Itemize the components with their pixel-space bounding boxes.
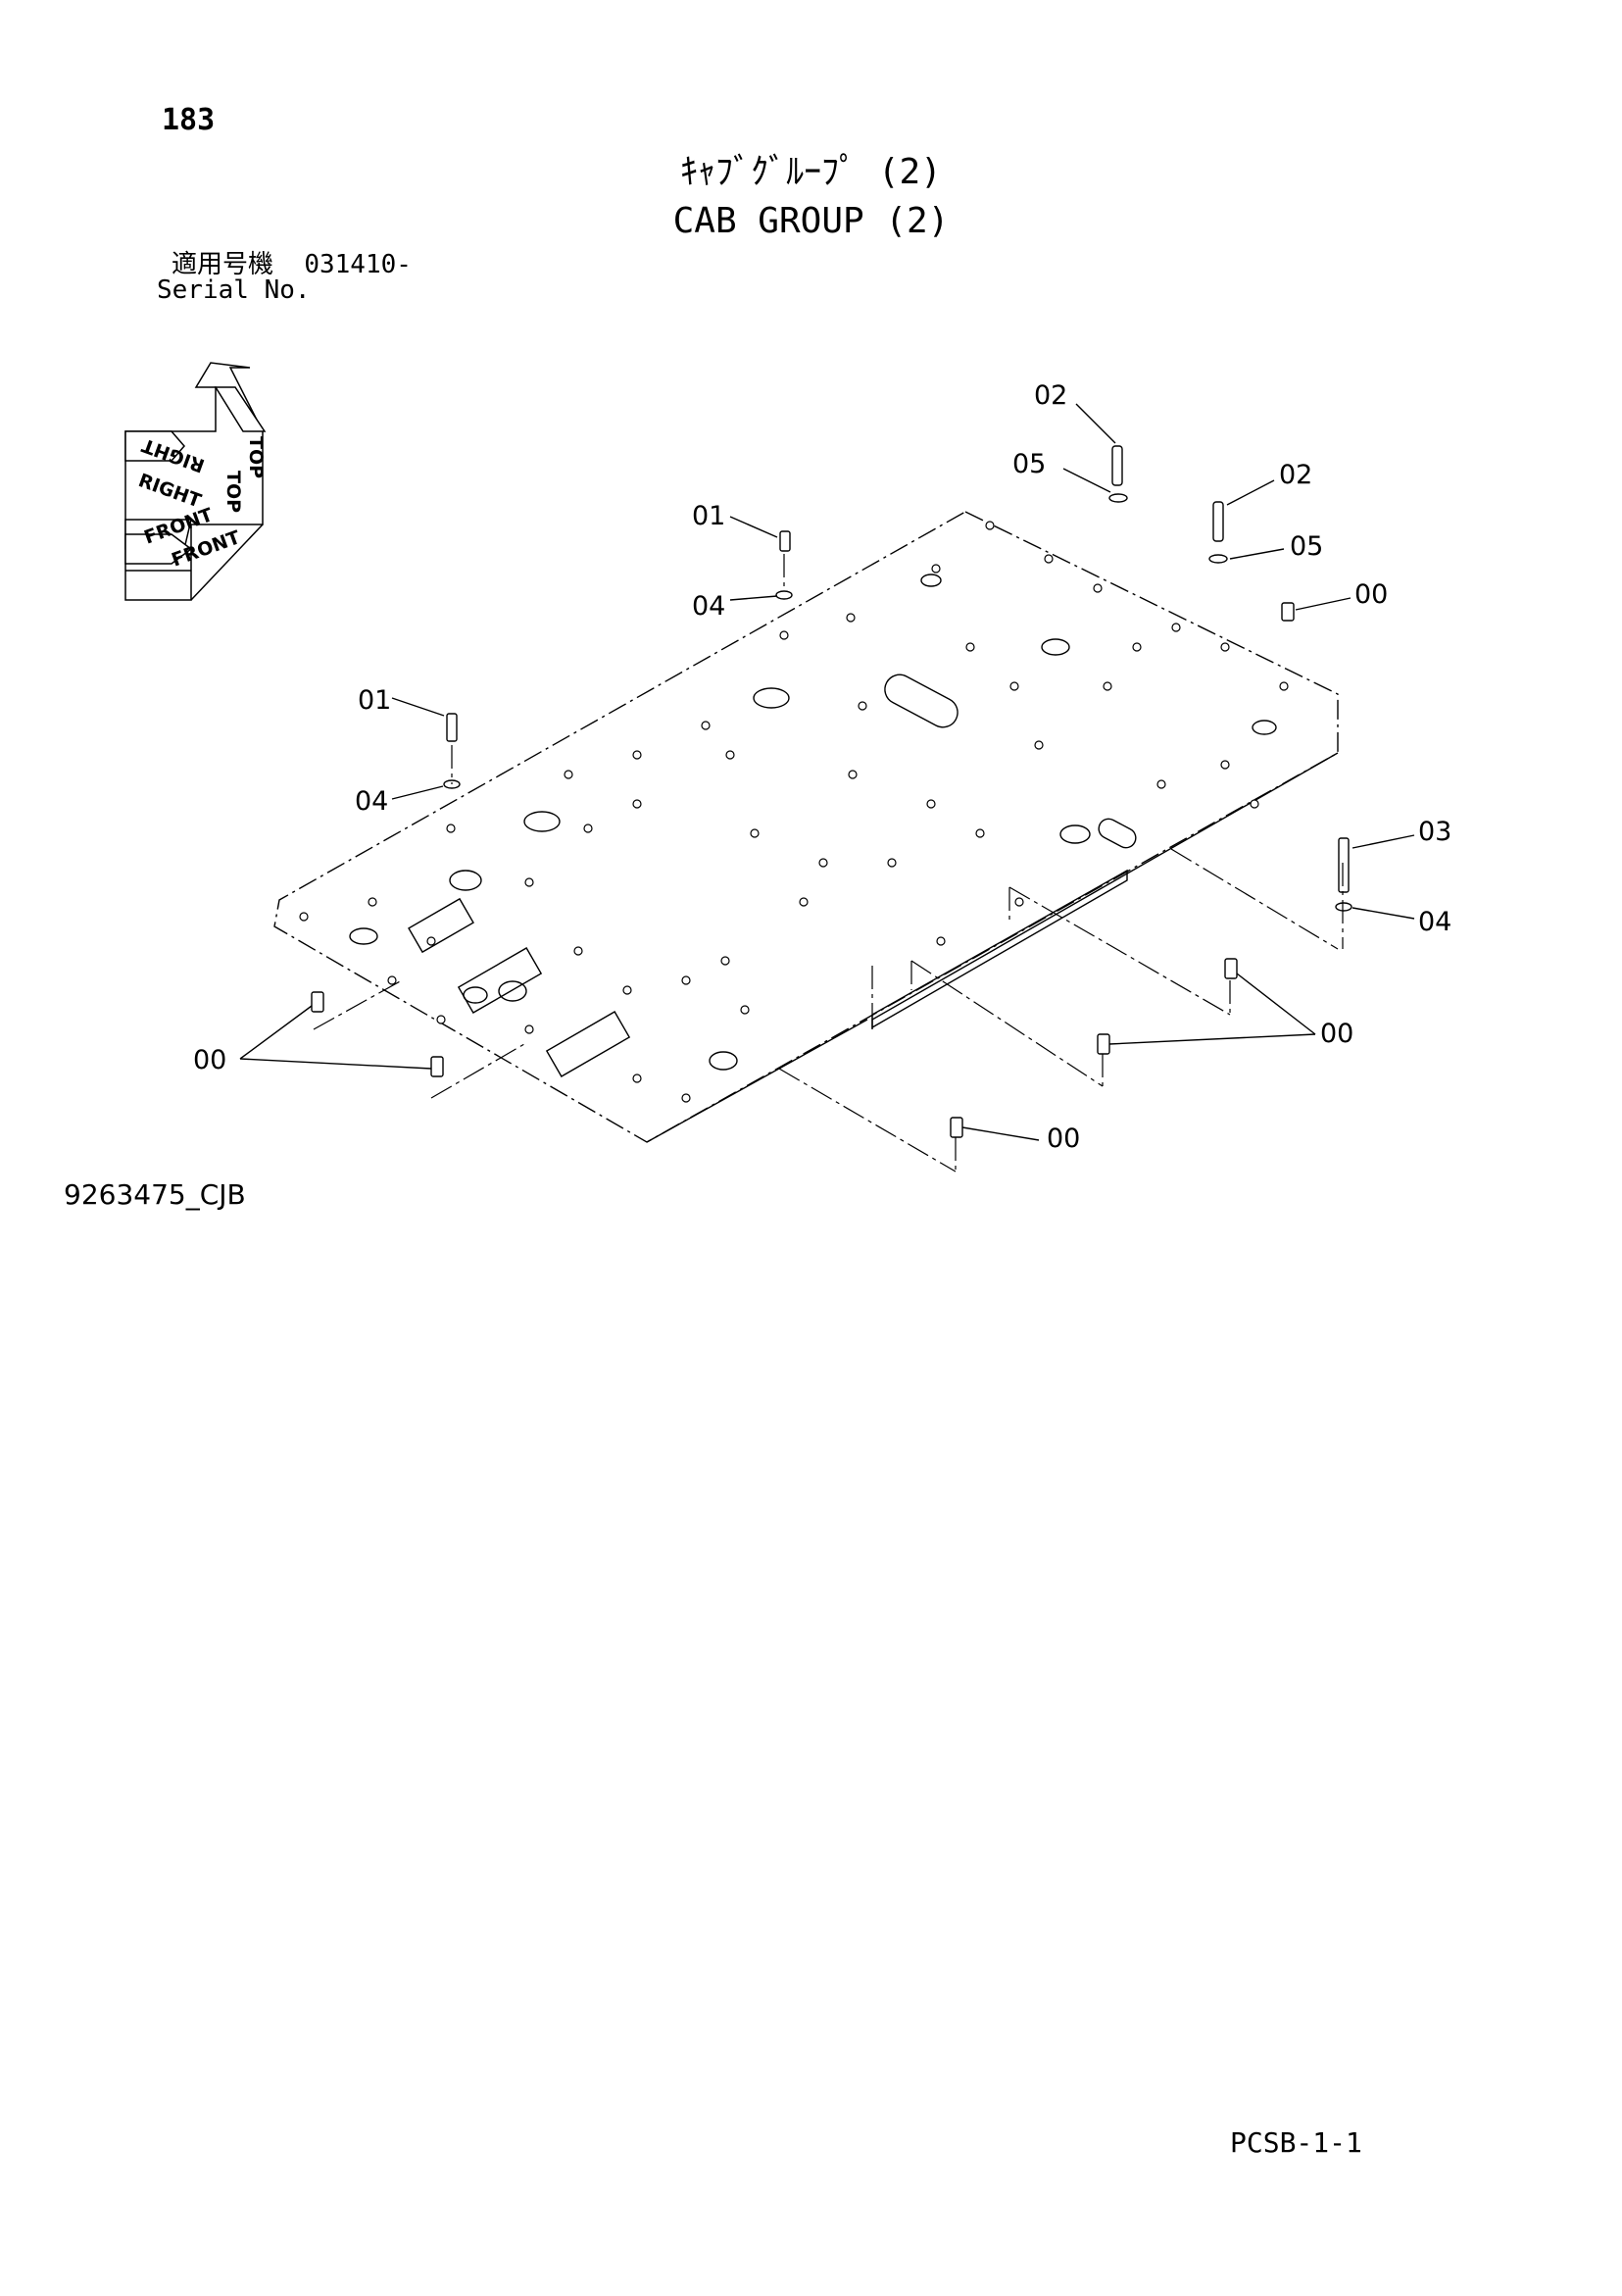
callout-00-d: 00 [1047,1123,1080,1154]
callout-01-a: 01 [692,501,725,531]
orientation-icon: TOP TOP RIGHT RIGHT FRONT FRONT [124,362,267,601]
callout-05-b: 05 [1290,531,1323,562]
part-bolt-02-b [1212,501,1224,542]
callout-01-b: 01 [358,685,391,716]
part-bolt-03 [1338,837,1350,893]
callout-02-b: 02 [1279,460,1312,490]
part-washer-05-b [1208,554,1228,564]
part-washer-04-c [1335,902,1352,912]
center-lines [313,554,1344,1173]
hardware-parts [311,445,1352,1138]
serial-label-english: Serial No. [157,275,311,305]
title-japanese: ｷｬﾌﾞｸﾞﾙｰﾌﾟ (2) [680,152,942,192]
page-code: PCSB-1-1 [1230,2126,1362,2159]
part-bolt-00-d [1224,958,1238,979]
part-washer-04-a [775,590,793,600]
part-bolt-01-a [779,530,791,552]
callout-00-a: 00 [1354,579,1388,610]
callout-04-c: 04 [1418,907,1451,937]
callout-04-b: 04 [355,786,388,817]
callout-04-a: 04 [692,591,725,622]
callout-03: 03 [1418,817,1451,847]
serial-line-japanese: 適用号機 031410- [172,252,412,277]
callout-02-a: 02 [1034,380,1067,411]
part-bolt-02-a [1111,445,1123,486]
callout-labels: 02 05 02 05 00 01 04 01 04 03 04 00 00 0… [193,380,1451,1154]
page-number: 183 [162,103,216,137]
part-washer-05-a [1108,493,1128,503]
orient-label-top-2: TOP [245,436,267,478]
plate-bolt-holes [299,521,1289,1103]
part-bolt-00-c [430,1056,444,1077]
floor-plate [273,511,1339,1143]
part-bolt-00-a [1281,602,1295,622]
drawing-number: 9263475_CJB [64,1178,246,1211]
part-bolt-00-f [950,1117,963,1138]
callout-00-c: 00 [1320,1019,1353,1049]
orient-label-top: TOP [222,471,244,513]
leader-lines [239,403,1415,1141]
part-bolt-00-b [311,991,324,1013]
title-english: CAB GROUP (2) [672,201,950,241]
serial-value: 031410- [304,250,412,279]
serial-label-jp: 適用号機 [172,250,274,279]
part-bolt-00-e [1097,1033,1110,1055]
part-bolt-01-b [446,713,458,742]
callout-05-a: 05 [1012,449,1046,479]
callout-00-b: 00 [193,1045,226,1075]
